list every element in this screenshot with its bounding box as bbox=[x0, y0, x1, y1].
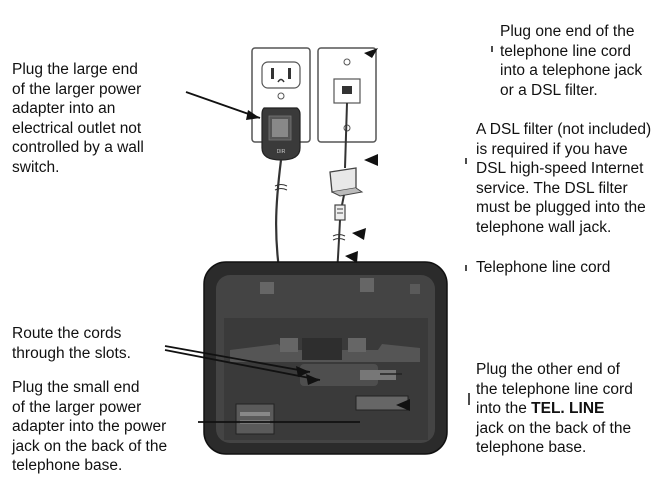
callout-dsl-filter: A DSL filter (not included) is required … bbox=[476, 121, 652, 236]
tel-line-emphasis: TEL. LINE bbox=[531, 400, 605, 417]
callout-ticks bbox=[465, 46, 493, 405]
telephone-line-cord bbox=[344, 102, 348, 169]
modular-plug bbox=[334, 204, 346, 221]
telephone-wall-jack bbox=[317, 47, 377, 143]
callout-line-cord: Telephone line cord bbox=[476, 259, 611, 276]
telephone-base bbox=[203, 261, 448, 455]
callout-line-cord-jack: Plug one end of the telephone line cord … bbox=[500, 23, 643, 99]
callout-tel-line-jack: Plug the other end of the telephone line… bbox=[476, 361, 633, 456]
power-adapter: DIR bbox=[261, 107, 301, 161]
callout-route-cords: Route the cords through the slots. bbox=[12, 325, 131, 362]
callout-power-small-end: Plug the small end of the larger power a… bbox=[12, 379, 168, 474]
pointer-arrows bbox=[246, 48, 410, 411]
adapter-label: DIR bbox=[277, 149, 286, 155]
dsl-filter bbox=[329, 167, 364, 197]
callout-power-adapter-outlet: Plug the large end of the larger power a… bbox=[12, 61, 144, 176]
